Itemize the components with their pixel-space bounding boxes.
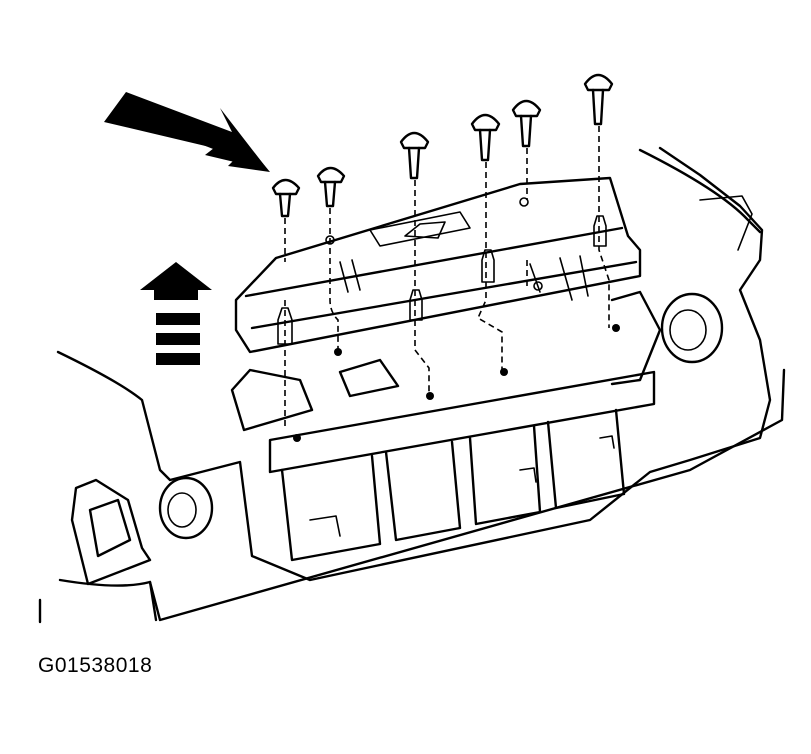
fastener-6 (583, 73, 614, 126)
bumper-fascia (38, 146, 786, 624)
fastener-4 (470, 113, 501, 162)
fastener-3 (399, 131, 430, 180)
fastener-2 (316, 166, 346, 208)
alignment-lines (284, 126, 610, 430)
upper-support-bracket (234, 176, 642, 354)
bracket-studs (277, 215, 607, 345)
fastener-5 (511, 99, 542, 148)
arrow-up-icon (140, 262, 212, 365)
arrow-down-right-icon (104, 92, 270, 172)
fastener-1 (271, 178, 301, 218)
figure-code-label: G01538018 (38, 654, 153, 677)
